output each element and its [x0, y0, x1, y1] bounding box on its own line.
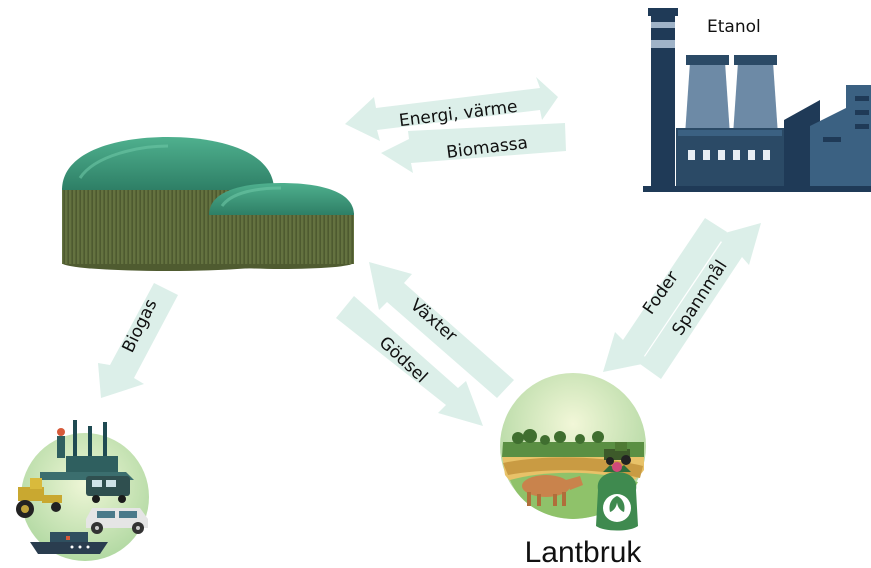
truck-icon — [86, 476, 130, 503]
arrow-biomass: Biomassa — [381, 123, 566, 173]
vehicles-industry-icon — [16, 420, 149, 561]
tractor-icon — [604, 442, 631, 465]
boat-icon — [30, 532, 108, 554]
farm-icon — [500, 373, 646, 531]
car-icon — [86, 508, 148, 534]
biogas-plant-icon — [62, 137, 354, 271]
ethanol-label: Etanol — [707, 17, 761, 37]
cow-icon — [522, 475, 583, 506]
tractor-icon-small — [16, 478, 62, 518]
seed-bag-icon — [596, 462, 638, 531]
agriculture-label: Lantbruk — [525, 536, 643, 568]
factory-icon — [643, 8, 871, 192]
arrow-biogas: Biogas — [98, 283, 178, 398]
